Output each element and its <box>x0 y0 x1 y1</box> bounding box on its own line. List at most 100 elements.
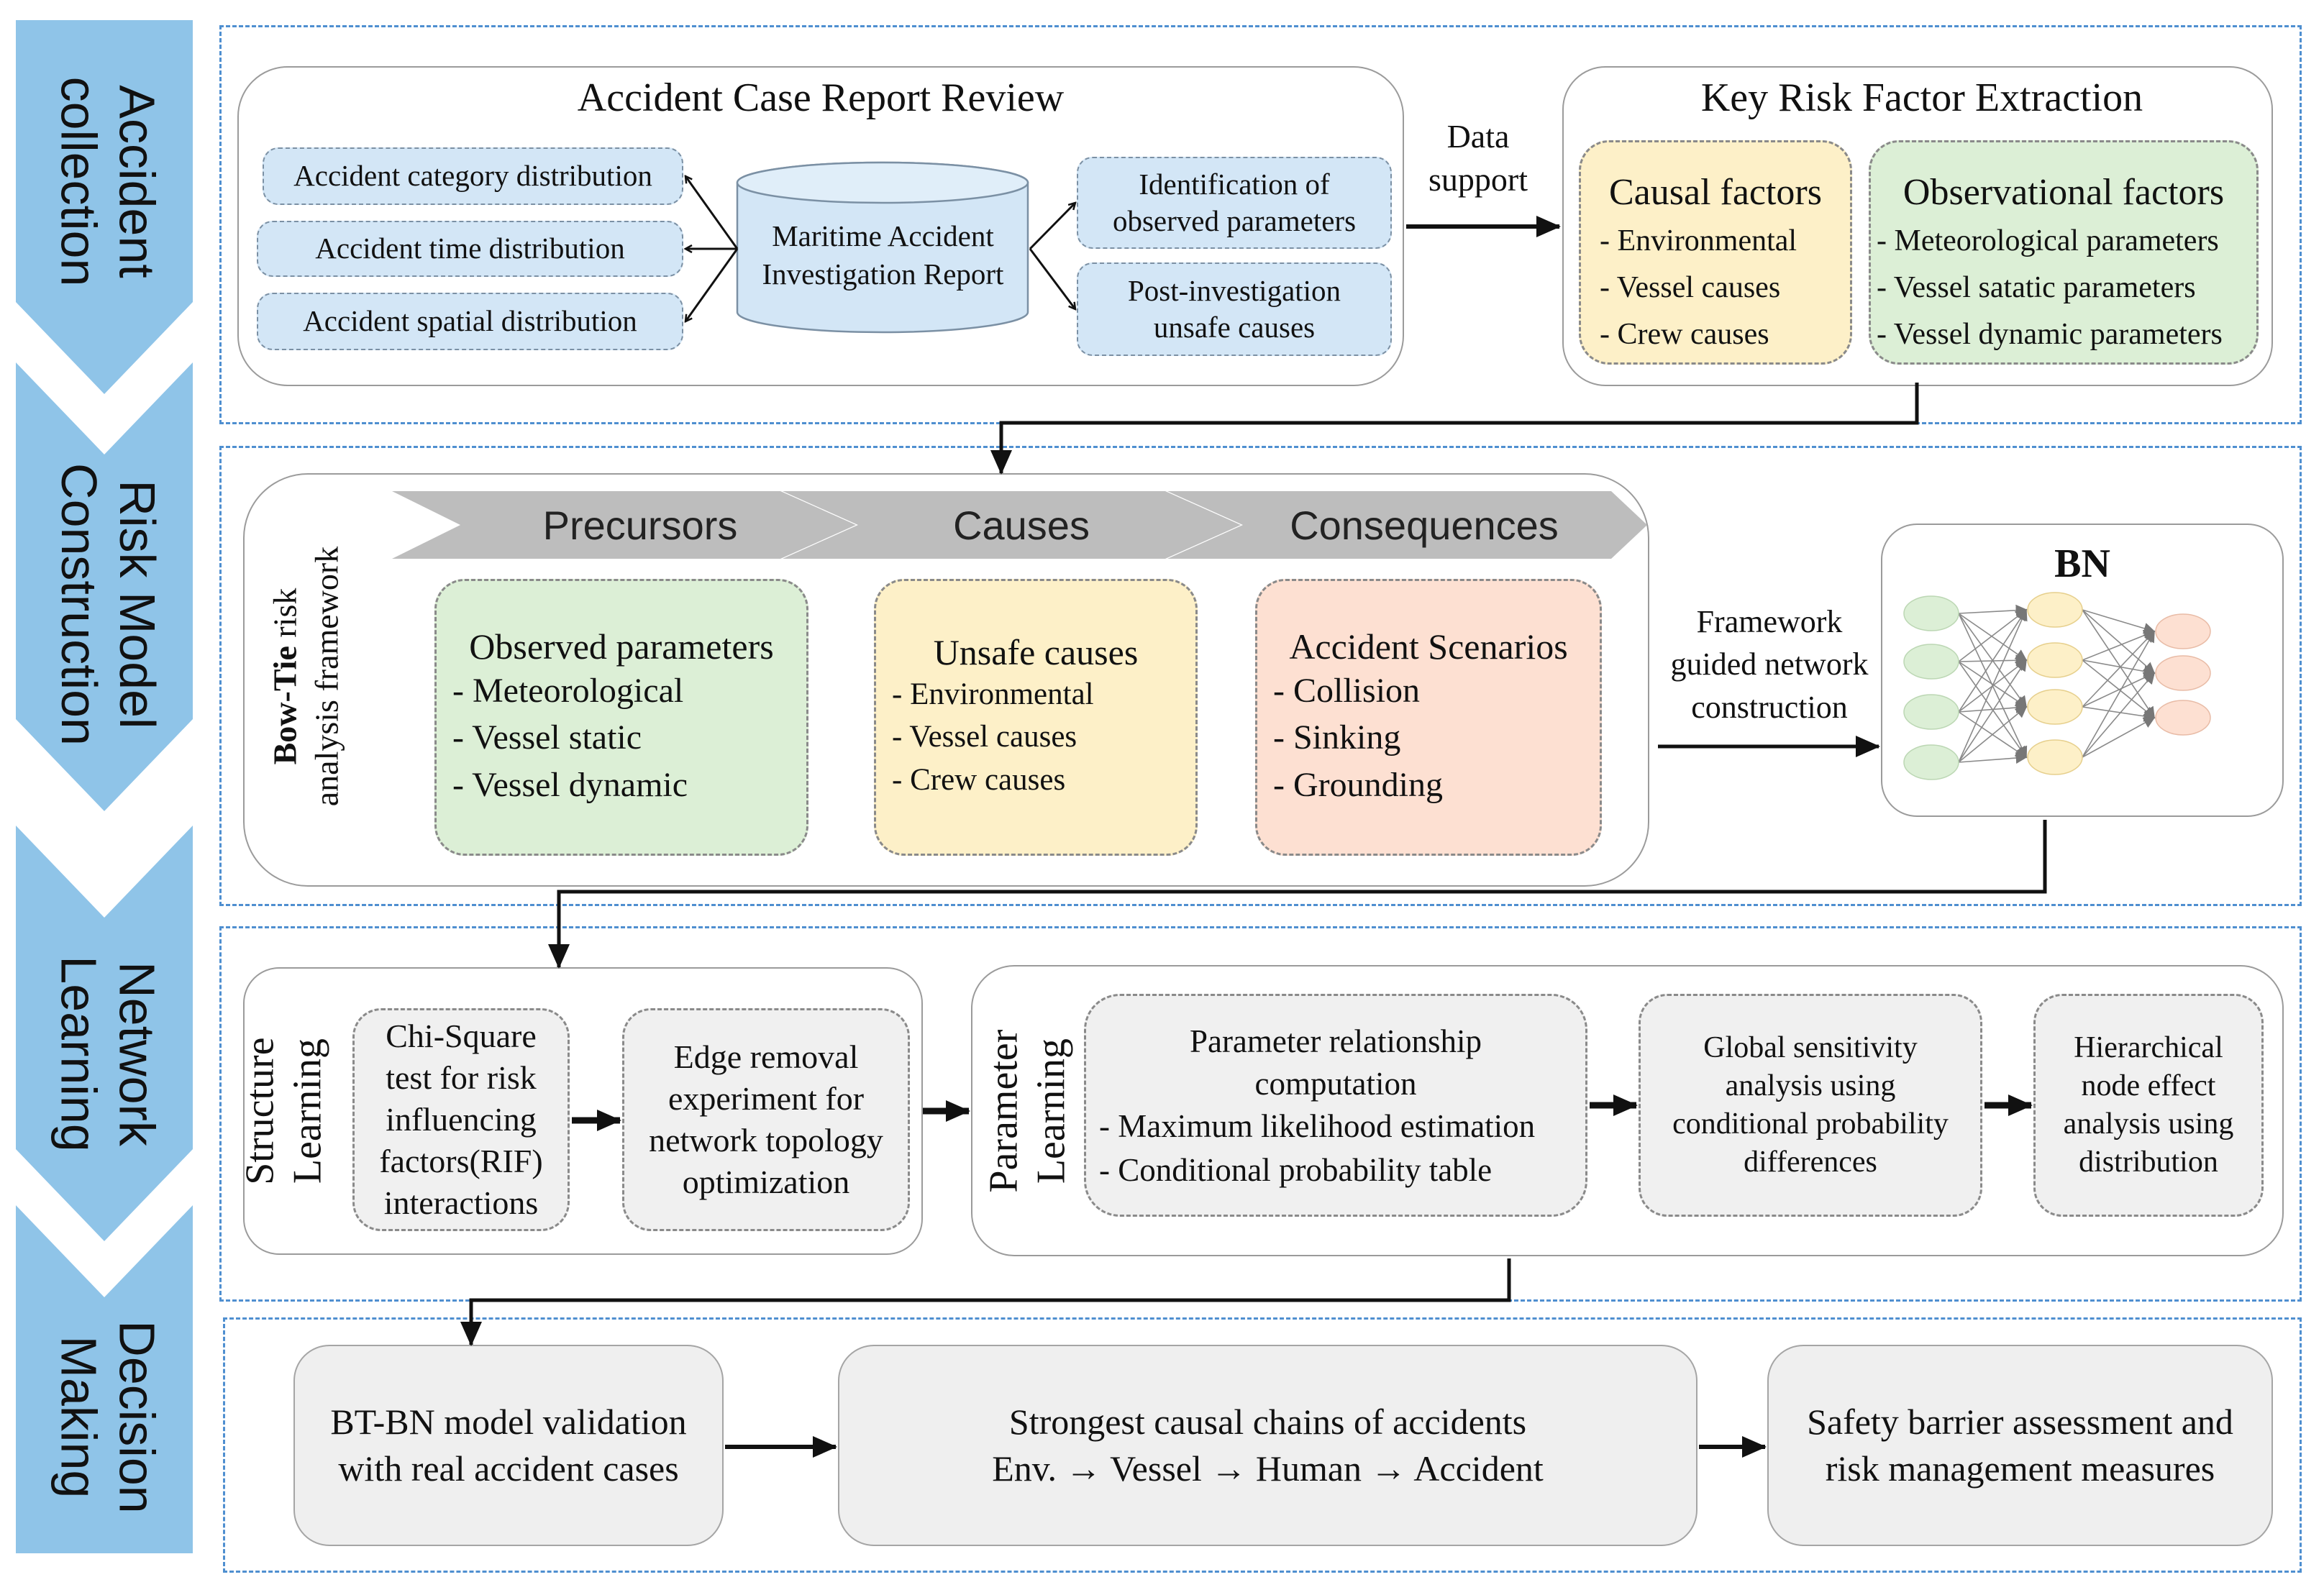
unsafe-item: - Crew causes <box>892 762 1066 797</box>
bn-edge <box>2082 672 2156 708</box>
category-distribution-label: Accident category distribution <box>293 159 652 193</box>
bn-edge <box>2082 629 2156 661</box>
section-decision <box>223 1317 2302 1573</box>
observed-item: - Vessel static <box>452 718 642 757</box>
time-distribution-box: Accident time distribution <box>257 221 683 277</box>
arrow-bn-to-structure <box>548 820 2047 969</box>
hierarchical-box: Hierarchical node effect analysis using … <box>2033 994 2264 1217</box>
bn-node <box>2155 700 2211 736</box>
bn-node <box>1903 694 1959 730</box>
framework-guided-label: Framework guided network construction <box>1670 604 1869 725</box>
bn-edge <box>2082 609 2155 719</box>
fan-to-category <box>685 176 739 250</box>
bn-edge <box>1958 659 2027 763</box>
safety-barrier-label: Safety barrier assessment and risk manag… <box>1807 1402 2233 1489</box>
chevron-precursors <box>392 491 856 559</box>
bn-edge <box>2082 609 2156 675</box>
chi-square-box: Chi-Square test for risk influencing fac… <box>352 1008 570 1231</box>
observed-parameters-id-label: Identification of observed parameters <box>1112 167 1357 237</box>
bn-edge <box>1958 608 2028 763</box>
hierarchical-label: Hierarchical node effect analysis using … <box>2063 1031 2234 1179</box>
arrow-learning-to-decision <box>460 1258 1511 1346</box>
bn-edge <box>1958 705 2028 763</box>
bn-node <box>2155 613 2211 649</box>
parameter-method-item: - Maximum likelihood estimation <box>1099 1108 1536 1144</box>
global-sensitivity-label: Global sensitivity analysis using condit… <box>1672 1031 1949 1179</box>
arrow-extraction-to-bowtie <box>990 383 1919 475</box>
chi-square-label: Chi-Square test for risk influencing fac… <box>379 1018 543 1221</box>
bn-node <box>1903 744 1959 780</box>
accident-scenarios-title: Accident Scenarios <box>1289 626 1568 667</box>
database-label: Maritime Accident Investigation Report <box>762 219 1004 291</box>
scenario-item: - Grounding <box>1273 765 1443 804</box>
bn-node <box>2027 592 2083 628</box>
time-distribution-label: Accident time distribution <box>315 232 625 265</box>
chevron-causes <box>783 491 1241 559</box>
observational-factors-title: Observational factors <box>1903 172 2225 213</box>
accident-scenarios-box: Accident Scenarios - Collision - Sinking… <box>1255 579 1602 856</box>
scenario-item: - Sinking <box>1273 718 1401 757</box>
causal-factors-title: Causal factors <box>1608 172 1822 213</box>
chevron-label-precursors: Precursors <box>542 502 738 548</box>
observational-item: - Vessel satatic parameters <box>1877 271 2196 305</box>
causal-item: - Vessel causes <box>1600 271 1781 305</box>
unsafe-causes-category-box: Unsafe causes - Environmental - Vessel c… <box>874 579 1198 856</box>
bn-title: BN <box>2054 541 2110 586</box>
causal-factors-box: Causal factors - Environmental - Vessel … <box>1579 140 1852 365</box>
parameter-relationship-box: Parameter relationship computation - Max… <box>1084 994 1587 1217</box>
fan-to-spatial <box>685 248 739 321</box>
bn-edge <box>2082 630 2156 708</box>
observed-parameters-box: Observed parameters - Meteorological - V… <box>434 579 808 856</box>
bn-edge <box>2082 706 2156 722</box>
global-sensitivity-box: Global sensitivity analysis using condit… <box>1639 994 1982 1217</box>
edge-removal-label: Edge removal experiment for network topo… <box>649 1038 883 1200</box>
chevron-consequences <box>1167 491 1647 559</box>
stage-arrow-collection <box>16 20 193 394</box>
observed-parameters-title: Observed parameters <box>469 626 774 667</box>
bn-edge <box>2082 672 2156 758</box>
bn-edge <box>2082 609 2156 634</box>
stage-arrow-construction <box>16 362 193 811</box>
chevron-label-causes: Causes <box>953 502 1090 548</box>
chevron-label-consequences: Consequences <box>1290 502 1559 548</box>
fan-to-observed <box>1029 203 1075 250</box>
scenario-item: - Collision <box>1273 672 1421 710</box>
extraction-title: Key Risk Factor Extraction <box>1700 76 2143 120</box>
unsafe-causes-box: Post-investigation unsafe causes <box>1077 262 1392 356</box>
bn-edge <box>2082 717 2156 758</box>
stage-arrow-learning <box>16 826 193 1241</box>
spatial-distribution-label: Accident spatial distribution <box>303 304 637 338</box>
observational-item: - Vessel dynamic parameters <box>1877 318 2223 352</box>
bn-edge <box>2082 659 2156 718</box>
model-validation-label: BT-BN model validation with real acciden… <box>330 1402 687 1489</box>
unsafe-item: - Vessel causes <box>892 720 1077 754</box>
review-title: Accident Case Report Review <box>577 76 1065 120</box>
observed-item: - Meteorological <box>452 672 684 710</box>
bn-node <box>2027 642 2083 678</box>
bn-edge <box>2082 630 2155 758</box>
parameter-method-item: - Conditional probability table <box>1099 1151 1493 1188</box>
bn-node <box>1903 595 1959 631</box>
causal-chains-title: Strongest causal chains of accidents <box>1008 1402 1527 1442</box>
bn-edge <box>2082 659 2156 677</box>
category-distribution-box: Accident category distribution <box>263 147 683 205</box>
edge-removal-box: Edge removal experiment for network topo… <box>622 1008 910 1231</box>
spatial-distribution-box: Accident spatial distribution <box>257 293 683 350</box>
data-support-label: Data support <box>1428 118 1528 198</box>
unsafe-causes-label: Post-investigation unsafe causes <box>1127 273 1341 344</box>
bn-edge <box>1958 608 2027 713</box>
bn-edge <box>1958 609 2028 662</box>
observed-parameters-id-box: Identification of observed parameters <box>1077 157 1392 249</box>
bn-node <box>2027 689 2083 725</box>
unsafe-causes-title: Unsafe causes <box>933 632 1139 672</box>
parameter-relationship-title: Parameter relationship computation <box>1189 1023 1482 1102</box>
bn-node <box>2155 655 2211 691</box>
observational-item: - Meteorological parameters <box>1877 224 2219 257</box>
bn-edge <box>1958 661 2028 708</box>
bn-node <box>1903 644 1959 680</box>
section-construction <box>219 446 2302 906</box>
